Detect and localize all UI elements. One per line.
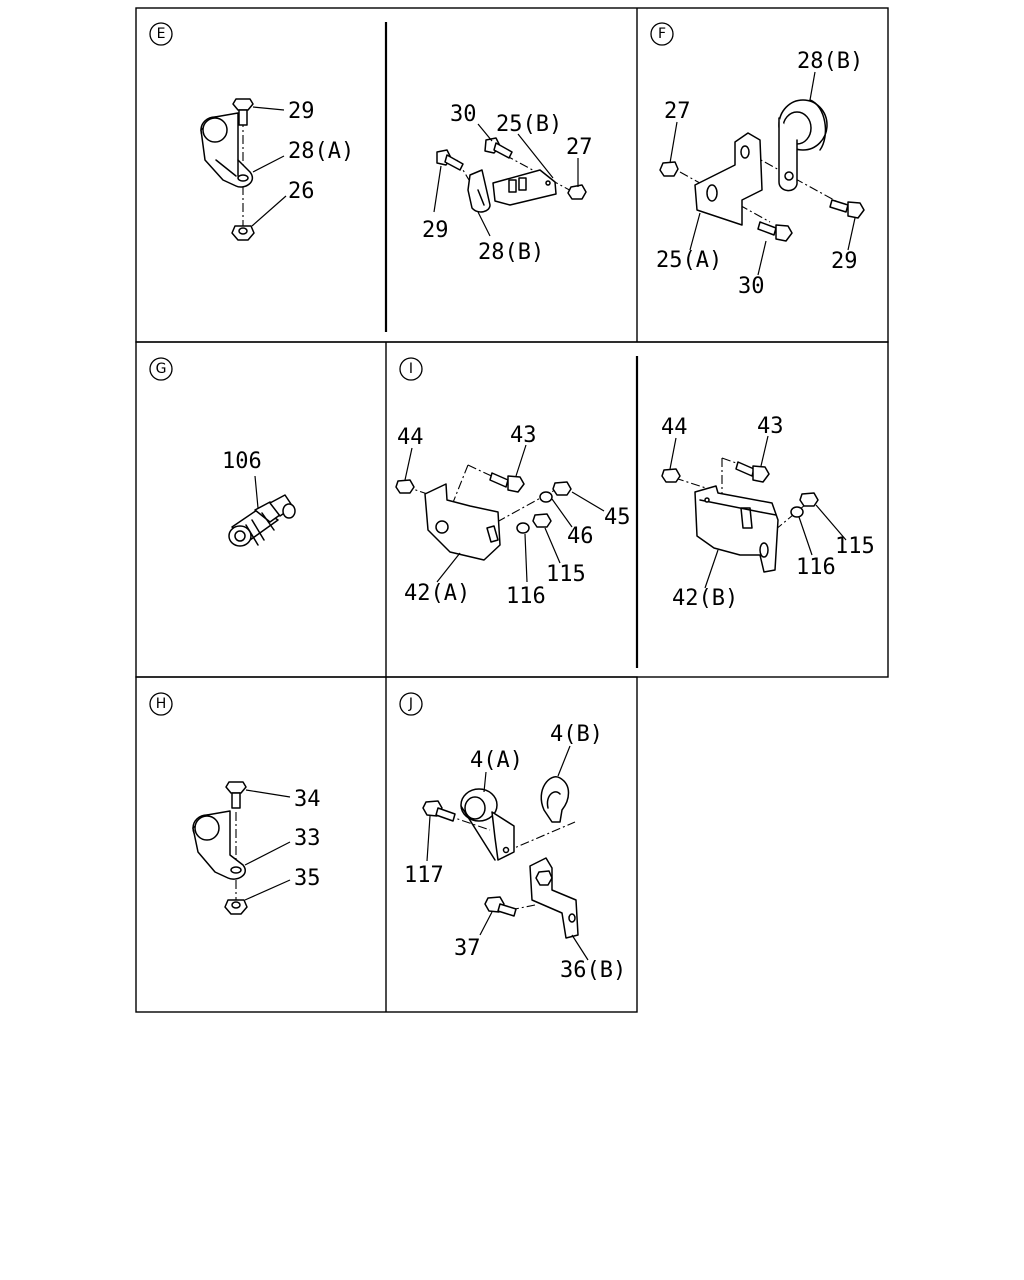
- bolt-29-part: [829, 199, 865, 219]
- callout-29: 29: [288, 99, 315, 124]
- section-marker-j: J: [399, 692, 423, 716]
- callout-117: 117: [404, 863, 444, 888]
- bolt-37-part: [484, 896, 517, 917]
- callout-35: 35: [294, 866, 321, 891]
- callout-29: 29: [831, 249, 858, 274]
- callout-4a: 4(A): [470, 748, 523, 773]
- nut-26-part: [231, 225, 255, 241]
- callout-116: 116: [796, 555, 836, 580]
- callout-26: 26: [288, 179, 315, 204]
- callout-34: 34: [294, 787, 321, 812]
- panel-grid: [135, 7, 889, 1013]
- bolt-29-part: [436, 149, 464, 171]
- section-g-assembly: [228, 475, 296, 547]
- nut-115-part: [532, 513, 552, 528]
- callout-44: 44: [397, 425, 424, 450]
- clamp-4b-part: [540, 776, 570, 823]
- svg-text:G: G: [156, 361, 167, 377]
- svg-text:J: J: [408, 696, 413, 712]
- callout-106: 106: [222, 449, 262, 474]
- section-marker-e: E: [149, 22, 173, 46]
- section-i-assembly: [395, 444, 605, 583]
- svg-text:I: I: [409, 361, 413, 377]
- callout-115: 115: [835, 534, 875, 559]
- svg-text:F: F: [658, 26, 666, 42]
- bolt-117-part: [422, 800, 456, 822]
- nut-27-part: [567, 184, 587, 200]
- section-i2-assembly: [661, 435, 847, 589]
- bracket-25a-part: [694, 132, 763, 226]
- section-marker-h: H: [149, 692, 173, 716]
- nut-44-part: [661, 468, 681, 483]
- clamp-28b-part: [467, 169, 491, 213]
- callout-28a: 28(A): [288, 139, 354, 164]
- section-e2-assembly: [433, 123, 587, 237]
- bolt-34-part: [225, 781, 247, 809]
- bolt-30-part: [757, 221, 793, 242]
- washer-116-part: [516, 522, 530, 534]
- section-marker-i: I: [399, 357, 423, 381]
- callout-37: 37: [454, 936, 481, 961]
- washer-116-part: [790, 506, 804, 518]
- callout-43: 43: [510, 423, 537, 448]
- callout-36b: 36(B): [560, 958, 626, 983]
- svg-text:E: E: [157, 26, 166, 42]
- nut-35-part: [224, 899, 248, 915]
- bracket-25b-part: [492, 169, 557, 206]
- callout-27: 27: [566, 135, 593, 160]
- section-e-assembly: [200, 98, 287, 241]
- callout-45: 45: [604, 505, 631, 530]
- callout-28b: 28(B): [478, 240, 544, 265]
- svg-text:H: H: [156, 696, 167, 712]
- section-marker-f: F: [650, 22, 674, 46]
- bolt-29-part: [232, 98, 254, 126]
- callout-43: 43: [757, 414, 784, 439]
- callout-44: 44: [661, 415, 688, 440]
- washer-46-part: [539, 491, 553, 503]
- callout-42a: 42(A): [404, 581, 470, 606]
- bracket-42a-part: [424, 483, 501, 561]
- clamp-4a-part: [460, 788, 515, 861]
- callout-116: 116: [506, 584, 546, 609]
- section-f-assembly: [659, 71, 865, 276]
- nut-27-part: [659, 161, 679, 177]
- bolt-43-part: [489, 472, 525, 493]
- section-j-assembly: [422, 745, 589, 961]
- bolt-43-part: [735, 461, 770, 483]
- section-marker-g: G: [149, 357, 173, 381]
- callout-30: 30: [450, 102, 477, 127]
- callout-33: 33: [294, 826, 321, 851]
- callout-46: 46: [567, 524, 594, 549]
- clamp-33-part: [192, 810, 246, 880]
- callout-115: 115: [546, 562, 586, 587]
- callout-27: 27: [664, 99, 691, 124]
- callout-25b: 25(B): [496, 112, 562, 137]
- clip-28b-part: [778, 99, 828, 192]
- bracket-42b-part: [694, 485, 779, 573]
- nut-115-part: [799, 492, 819, 507]
- nut-44-part: [395, 479, 415, 494]
- clamp-28a-part: [200, 112, 254, 188]
- section-h-assembly: [192, 781, 291, 915]
- nut-45-part: [552, 481, 572, 496]
- callout-25a: 25(A): [656, 248, 722, 273]
- connector-106-part: [228, 494, 296, 547]
- bolt-30-part: [484, 137, 513, 159]
- callout-30: 30: [738, 274, 765, 299]
- callout-4b: 4(B): [550, 722, 603, 747]
- callout-29: 29: [422, 218, 449, 243]
- bracket-36b-part: [529, 857, 579, 939]
- callout-28b: 28(B): [797, 49, 863, 74]
- callout-42b: 42(B): [672, 586, 738, 611]
